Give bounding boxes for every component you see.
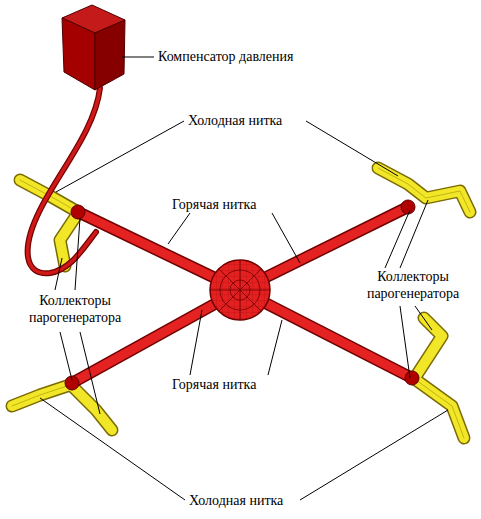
part-label: Холодная нитка: [187, 492, 285, 509]
part-label: Горячая нитка: [170, 376, 258, 393]
part-label: Горячая нитка: [170, 196, 258, 213]
pressurizer: [62, 5, 125, 90]
part-label: Холодная нитка: [186, 112, 284, 129]
reactor-vessel: [210, 260, 270, 320]
surge-line: [28, 88, 100, 273]
part-label: Компенсатор давления: [156, 48, 296, 65]
part-label: Коллекторы парогенератора: [8, 292, 142, 326]
part-label: Коллекторы парогенератора: [352, 268, 474, 302]
